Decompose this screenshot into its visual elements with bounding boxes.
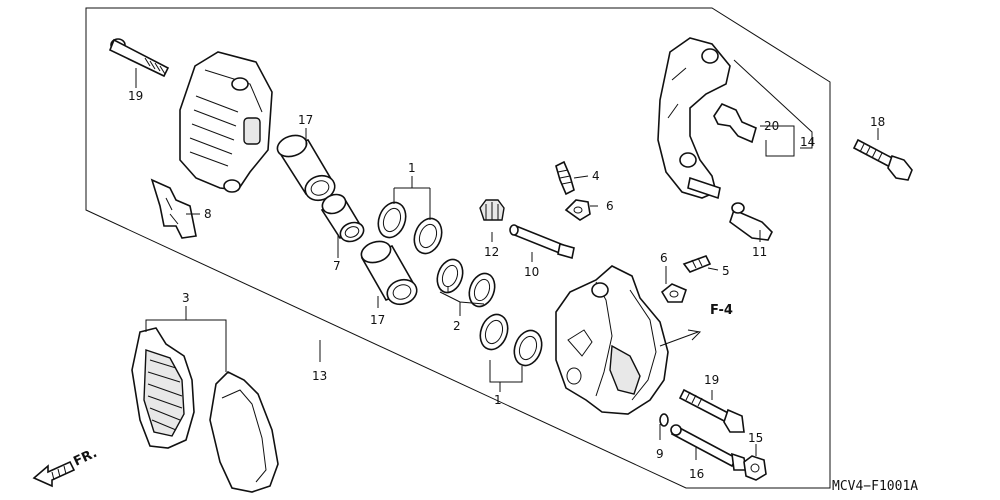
callout-2: 2 [453, 319, 461, 333]
brake-pad-front [209, 371, 279, 493]
leader-lines [135, 59, 879, 460]
callout-3: 3 [182, 291, 190, 305]
reference-arrow [659, 329, 702, 347]
bleeder-valve-5 [682, 255, 712, 273]
callout-12: 12 [484, 245, 499, 259]
washer-9 [659, 413, 669, 427]
callout-13: 13 [312, 369, 327, 383]
callout-1-upper: 1 [408, 161, 416, 175]
callout-7: 7 [333, 259, 341, 273]
callout-9: 9 [656, 447, 664, 461]
piston-17-upper [276, 134, 336, 202]
brake-pad-back [131, 327, 195, 449]
callout-17-lower: 17 [370, 313, 385, 327]
diagram-code: MCV4−F1001A [832, 479, 918, 494]
bleeder-cap-6-top [564, 199, 591, 221]
slide-pin-11 [729, 202, 773, 241]
pad-retainer-20 [713, 103, 757, 144]
callout-19-lower: 19 [704, 373, 719, 387]
seal-ring-pairs [377, 201, 543, 367]
callout-1-lower: 1 [494, 393, 502, 407]
bolt-18 [852, 138, 913, 181]
bleeder-valve-4 [555, 160, 575, 196]
reference-label: F-4 [710, 303, 733, 318]
bolt-19-top [108, 38, 170, 78]
callout-5: 5 [722, 264, 730, 278]
pad-spring-8 [150, 178, 197, 239]
callout-19-top: 19 [128, 89, 143, 103]
bleeder-cap-6-right [660, 283, 687, 303]
callout-18: 18 [870, 115, 885, 129]
callout-10: 10 [524, 265, 539, 279]
callout-4: 4 [592, 169, 600, 183]
callout-16: 16 [689, 467, 704, 481]
front-direction-label: FR. [71, 446, 99, 470]
pin-16 [670, 424, 747, 471]
caliper-body [555, 265, 669, 415]
callout-6-top: 6 [606, 199, 614, 213]
callout-11: 11 [752, 245, 767, 259]
assembly-boundary [85, 7, 831, 489]
piston-7 [320, 193, 365, 243]
caliper-bracket-left [179, 51, 273, 193]
nut-15 [743, 455, 767, 481]
callout-6-right: 6 [660, 251, 668, 265]
caliper-mount-bracket [657, 37, 731, 200]
callout-15: 15 [748, 431, 763, 445]
callout-20: 20 [764, 119, 779, 133]
callout-8: 8 [204, 207, 212, 221]
callout-14: 14 [800, 135, 815, 149]
front-direction-arrow [32, 460, 76, 488]
callout-17-upper: 17 [298, 113, 313, 127]
piston-17-lower [360, 240, 418, 306]
pin-10 [509, 224, 575, 260]
bleeder-cap-12 [479, 199, 505, 221]
bolt-19-lower [678, 388, 745, 433]
